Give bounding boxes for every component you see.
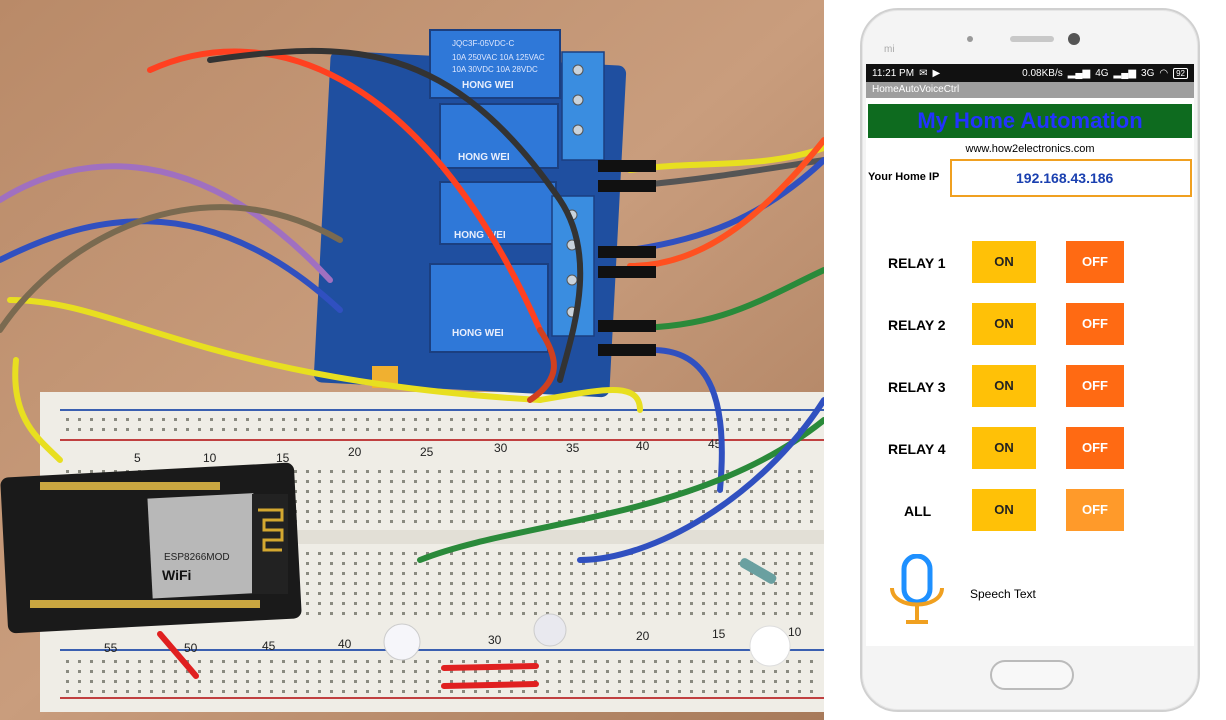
relay-brand-label: HONG WEI <box>452 328 504 339</box>
ip-row: Your Home IP 192.168.43.186 <box>866 159 1194 203</box>
bb-num: 50 <box>184 641 198 655</box>
network-type: 3G <box>1141 67 1155 79</box>
wifi-icon: ◠ <box>1159 67 1169 79</box>
bb-num: 45 <box>708 437 722 451</box>
relay-brand-label: HONG WEI <box>462 80 514 91</box>
microphone-icon[interactable] <box>888 553 948 628</box>
bb-num: 30 <box>488 633 502 647</box>
ip-input[interactable]: 192.168.43.186 <box>950 159 1192 197</box>
bb-num: 55 <box>104 641 118 655</box>
relay-2-off-button[interactable]: OFF <box>1066 303 1124 345</box>
battery-icon: 92 <box>1173 67 1188 79</box>
relay-3-off-button[interactable]: OFF <box>1066 365 1124 407</box>
signal-icon: ▂▄▆ <box>1113 67 1137 79</box>
relay-label: RELAY 4 <box>888 441 946 457</box>
relay-brand-label: HONG WEI <box>458 152 510 163</box>
network-type: 4G <box>1095 67 1109 79</box>
bb-num: 10 <box>203 451 217 465</box>
relay-1-on-button[interactable]: ON <box>972 241 1036 283</box>
relay-module: HONG WEI HONG WEI HONG WEI HONG WEI JQC3… <box>313 29 627 398</box>
relay-row-2: RELAY 2 ON OFF <box>866 303 1194 347</box>
relay-row-all: ALL ON OFF <box>866 489 1194 533</box>
bb-num: 15 <box>712 627 726 641</box>
relay-label: RELAY 1 <box>888 255 946 271</box>
leds <box>383 558 791 667</box>
speech-text-label: Speech Text <box>970 587 1036 601</box>
ip-label: Your Home IP <box>868 171 940 183</box>
bb-num: 45 <box>262 639 276 653</box>
jumper-wires <box>0 48 824 689</box>
mi-logo: mi <box>884 44 895 55</box>
nodemcu-board: ESP8266MOD WiFi <box>0 462 302 634</box>
home-button[interactable] <box>990 660 1074 690</box>
bb-num: 15 <box>276 451 290 465</box>
front-camera-icon <box>1068 33 1080 45</box>
bb-num: 40 <box>636 439 650 453</box>
bb-num: 30 <box>494 441 508 455</box>
relay-row-3: RELAY 3 ON OFF <box>866 365 1194 409</box>
network-speed: 0.08KB/s <box>1022 67 1063 79</box>
status-bar: 11:21 PM ✉ ▶ 0.08KB/s ▂▄▆ 4G ▂▄▆ 3G ◠ 92 <box>866 64 1194 82</box>
bb-num: 20 <box>636 629 650 643</box>
relay-brand-label: HONG WEI <box>454 230 506 241</box>
page-title: My Home Automation <box>868 104 1192 138</box>
hardware-photo: 5 10 15 20 25 30 35 40 45 55 50 45 40 30… <box>0 0 824 720</box>
phone-mockup: mi 11:21 PM ✉ ▶ 0.08KB/s ▂▄▆ 4G ▂▄▆ 3G ◠… <box>860 8 1200 712</box>
signal-icon: ▂▄▆ <box>1067 67 1091 79</box>
module-label: ESP8266MOD <box>164 552 230 563</box>
proximity-sensor <box>967 36 973 42</box>
app-title-bar: HomeAutoVoiceCtrl <box>866 82 1194 98</box>
relay-3-on-button[interactable]: ON <box>972 365 1036 407</box>
bb-num: 40 <box>338 637 352 651</box>
notification-icon: ✉ <box>919 67 928 79</box>
relay-label: RELAY 3 <box>888 379 946 395</box>
camera-notification-icon: ▶ <box>932 67 941 79</box>
all-off-button[interactable]: OFF <box>1066 489 1124 531</box>
relay-rating-label: 10A 30VDC 10A 28VDC <box>452 65 538 74</box>
phone-top-bezel: mi <box>862 10 1198 62</box>
earpiece-speaker <box>1010 36 1054 42</box>
relay-1-off-button[interactable]: OFF <box>1066 241 1124 283</box>
wifi-label: WiFi <box>162 567 191 583</box>
relay-row-4: RELAY 4 ON OFF <box>866 427 1194 471</box>
bb-num: 25 <box>420 445 434 459</box>
bb-num: 10 <box>788 625 802 639</box>
website-label: www.how2electronics.com <box>965 143 1095 155</box>
relay-model-label: JQC3F-05VDC-C <box>452 39 514 48</box>
relay-rating-label: 10A 250VAC 10A 125VAC <box>452 53 545 62</box>
phone-screen: 11:21 PM ✉ ▶ 0.08KB/s ▂▄▆ 4G ▂▄▆ 3G ◠ 92… <box>866 64 1194 646</box>
relay-label: ALL <box>904 503 932 519</box>
bb-num: 20 <box>348 445 362 459</box>
relay-row-1: RELAY 1 ON OFF <box>866 241 1194 285</box>
status-time: 11:21 PM <box>872 67 915 79</box>
relay-label: RELAY 2 <box>888 317 946 333</box>
relay-2-on-button[interactable]: ON <box>972 303 1036 345</box>
relay-4-on-button[interactable]: ON <box>972 427 1036 469</box>
relay-4-off-button[interactable]: OFF <box>1066 427 1124 469</box>
bb-num: 35 <box>566 441 580 455</box>
all-on-button[interactable]: ON <box>972 489 1036 531</box>
bb-num: 5 <box>134 451 141 465</box>
